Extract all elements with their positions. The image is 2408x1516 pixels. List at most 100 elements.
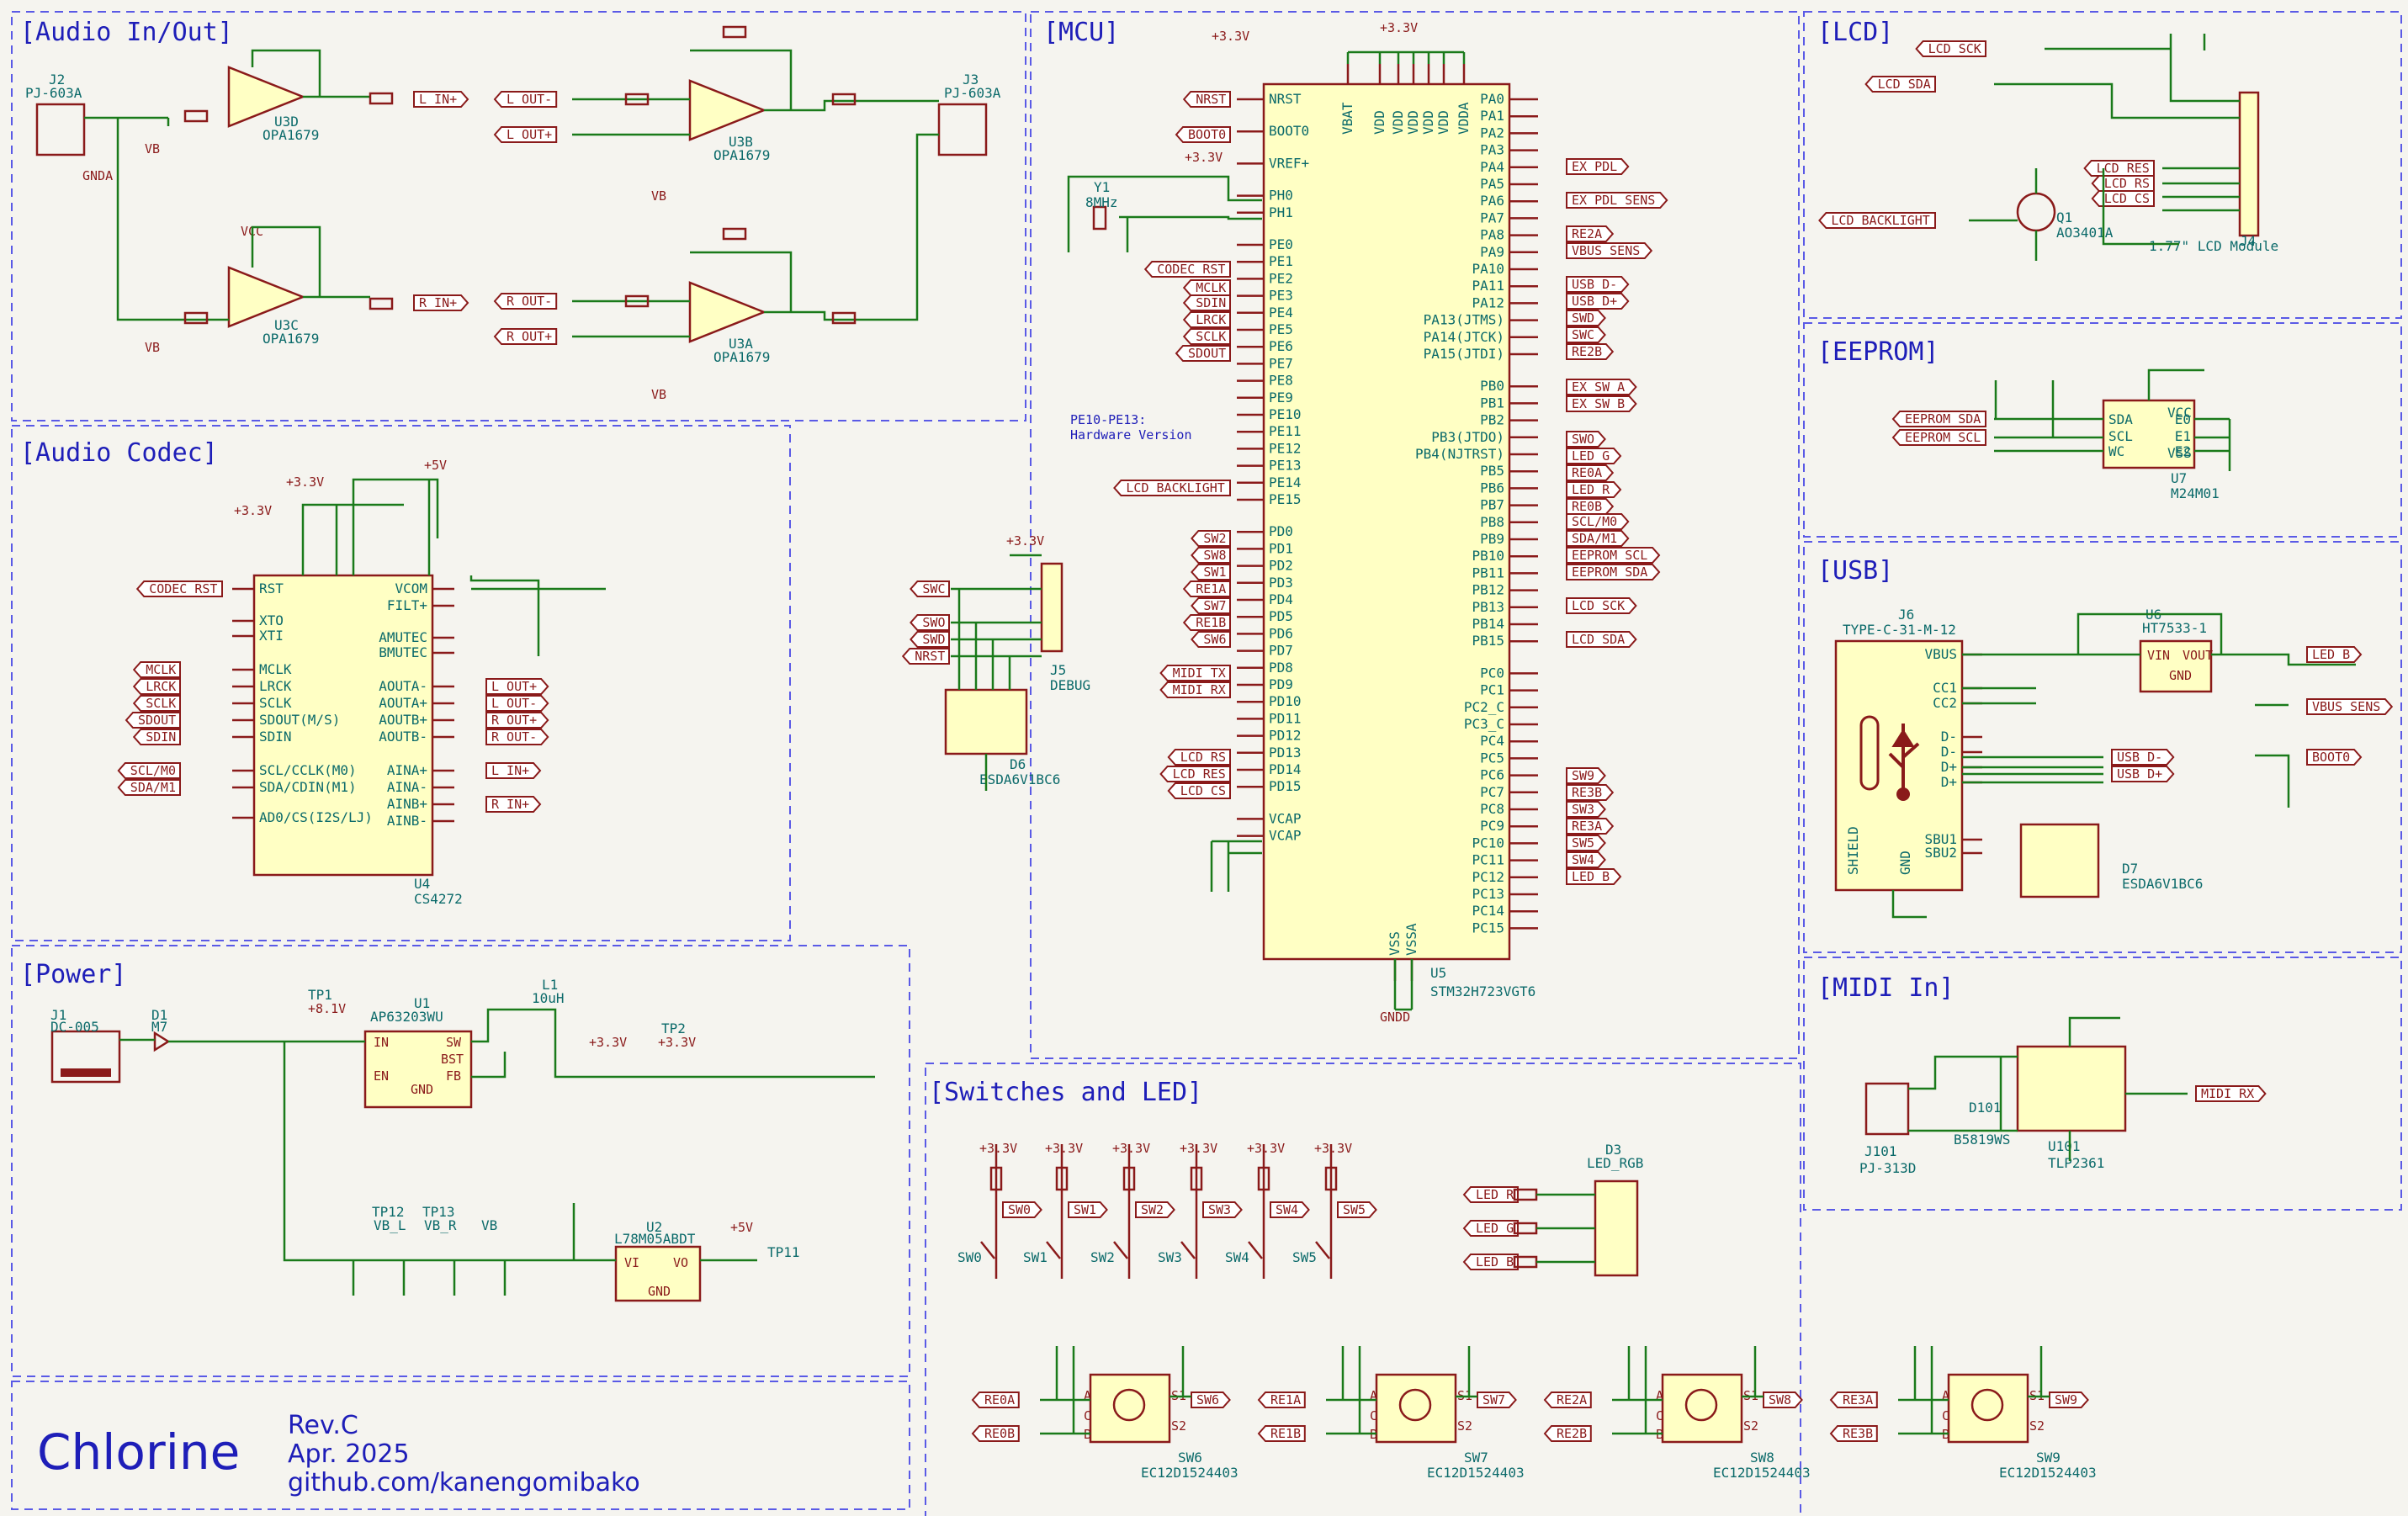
mcu-pin-pe15: PE15 bbox=[1269, 491, 1302, 507]
button-rail-3: +3.3V bbox=[1180, 1141, 1217, 1156]
codec-right-label-4: L_IN+ bbox=[485, 762, 542, 779]
encoder-value-3: EC12D1524403 bbox=[1999, 1465, 2097, 1481]
mcu-gnd: GNDD bbox=[1380, 1010, 1410, 1025]
codec-pin-right-2: AMUTEC bbox=[379, 629, 427, 645]
svg-text:SW5: SW5 bbox=[1343, 1202, 1366, 1217]
debug-esd-ref: D6 bbox=[1010, 756, 1026, 772]
section-title-mcu: [MCU] bbox=[1043, 18, 1119, 47]
svg-text:L_OUT-: L_OUT- bbox=[507, 92, 552, 107]
svg-text:RE2B: RE2B bbox=[1557, 1426, 1587, 1441]
svg-text:MIDI_RX: MIDI_RX bbox=[2201, 1086, 2254, 1101]
mcu-pin-pc1: PC1 bbox=[1480, 682, 1504, 698]
encoder-pin-s2-0: S2 bbox=[1171, 1418, 1186, 1434]
title-block: Chlorine Rev.C Apr. 2025 github.com/kane… bbox=[37, 1411, 640, 1497]
section-title-usb: [USB] bbox=[1817, 556, 1893, 586]
rgb-led-body bbox=[1594, 1179, 1639, 1277]
mcu-pin-pb11: PB11 bbox=[1472, 565, 1504, 580]
mcu-pin-nrst: NRST bbox=[1269, 91, 1302, 107]
mcu-pin-pc3_c: PC3_C bbox=[1464, 716, 1504, 732]
mcu-pin-pa12: PA12 bbox=[1472, 294, 1504, 310]
mcu-pin-pa10: PA10 bbox=[1472, 261, 1504, 277]
eeprom-pin-e1: E1 bbox=[2175, 428, 2191, 444]
encoder-label-b-2: RE2B bbox=[1543, 1425, 1592, 1442]
mcu-pin-pd15: PD15 bbox=[1269, 778, 1302, 794]
encoder-value-2: EC12D1524403 bbox=[1713, 1465, 1811, 1481]
midi-label-rx: MIDI_RX bbox=[2195, 1085, 2267, 1102]
eeprom-pin-vss: VSS bbox=[2167, 445, 2192, 461]
encoder-pin-c-1: C bbox=[1370, 1408, 1377, 1423]
mcu-pin-pb5: PB5 bbox=[1480, 463, 1504, 479]
eeprom-pin-wc: WC bbox=[2108, 443, 2124, 459]
usb-label-d-minus: USB_D- bbox=[2111, 749, 2175, 766]
mcu-nrst-rail: +3.3V bbox=[1212, 29, 1249, 44]
svg-text:RE0B: RE0B bbox=[1572, 499, 1602, 514]
button-sw1: SW1 bbox=[1023, 1249, 1048, 1265]
diode-d1-ref: D1 bbox=[151, 1007, 167, 1023]
svg-text:LCD_CS: LCD_CS bbox=[1180, 783, 1226, 798]
usb-pin-7: SBU1 bbox=[1924, 831, 1957, 847]
svg-text:EEPROM_SDA: EEPROM_SDA bbox=[1572, 565, 1647, 580]
mcu-right-label-19: EEPROM_SDA bbox=[1566, 564, 1661, 580]
debug-connector bbox=[1040, 562, 1063, 653]
mcu-pin-pb8: PB8 bbox=[1480, 514, 1504, 530]
mcu-left-label-20: LCD_CS bbox=[1167, 782, 1231, 799]
eeprom-ref: U7 bbox=[2171, 470, 2187, 486]
encoder-label-sw-1: SW7 bbox=[1477, 1391, 1517, 1408]
svg-text:RE3A: RE3A bbox=[1572, 819, 1602, 834]
svg-text:BOOT0: BOOT0 bbox=[2312, 750, 2350, 765]
mcu-top-pin-6: VDDA bbox=[1456, 102, 1472, 135]
mcu-pin-pd2: PD2 bbox=[1269, 558, 1293, 574]
eeprom-value: M24M01 bbox=[2171, 485, 2220, 501]
mcu-right-label-23: RE3B bbox=[1566, 784, 1615, 801]
resistor-r15 bbox=[831, 93, 857, 106]
svg-text:SW5: SW5 bbox=[1572, 835, 1594, 851]
mcu-pin-pd11: PD11 bbox=[1269, 710, 1302, 726]
eeprom-pin-e2: E2 bbox=[2175, 443, 2191, 459]
tp2: TP2 bbox=[661, 1020, 686, 1036]
mcu-gnd-wires bbox=[1393, 959, 1414, 1011]
button-sw3: SW3 bbox=[1158, 1249, 1182, 1265]
debug-value: DEBUG bbox=[1050, 677, 1090, 693]
jack-out-ref: J3 bbox=[963, 72, 979, 87]
mcu-pin-pc12: PC12 bbox=[1472, 869, 1504, 885]
encoder-pin-s2-1: S2 bbox=[1457, 1418, 1472, 1434]
svg-text:SW8: SW8 bbox=[1203, 548, 1226, 563]
opamp-u3a-value: OPA1679 bbox=[713, 349, 770, 365]
button-sw2: SW2 bbox=[1090, 1249, 1115, 1265]
ldo-value: L78M05ABDT bbox=[614, 1231, 696, 1247]
svg-text:SDOUT: SDOUT bbox=[1188, 346, 1226, 361]
svg-text:EX_SW_A: EX_SW_A bbox=[1572, 379, 1625, 395]
section-title-lcd: [LCD] bbox=[1817, 18, 1893, 47]
mcu-left-label-3: MCLK bbox=[1182, 279, 1231, 296]
lcd-fet bbox=[2016, 192, 2056, 232]
section-title-audio-codec: [Audio Codec] bbox=[20, 438, 218, 468]
button-label-sw0: SW0 bbox=[1002, 1201, 1042, 1218]
midi-diode-ref: D101 bbox=[1969, 1100, 2002, 1116]
svg-text:SW6: SW6 bbox=[1203, 632, 1226, 647]
codec-right-label-0: L_OUT+ bbox=[485, 678, 549, 695]
midi-wires bbox=[1908, 1016, 2188, 1161]
mcu-right-label-24: SW3 bbox=[1566, 801, 1606, 818]
svg-text:MIDI_RX: MIDI_RX bbox=[1173, 682, 1226, 697]
codec-pin-left-5: SCLK bbox=[259, 695, 292, 711]
opamp-u3b-ref: U3B bbox=[729, 134, 753, 150]
tp11: TP11 bbox=[767, 1244, 800, 1260]
usb-wires bbox=[1891, 612, 2356, 919]
jack-in-value: PJ-603A bbox=[25, 85, 82, 101]
mcu-pin-pe8: PE8 bbox=[1269, 373, 1293, 389]
led-label-2: LED_B bbox=[1462, 1254, 1519, 1270]
svg-text:LED_B: LED_B bbox=[1476, 1254, 1514, 1270]
usb-trident-base bbox=[1896, 787, 1910, 801]
encoder-label-a-2: RE2A bbox=[1543, 1391, 1592, 1408]
svg-text:R_OUT-: R_OUT- bbox=[507, 294, 552, 309]
svg-text:R_OUT+: R_OUT+ bbox=[491, 713, 537, 728]
section-frames bbox=[11, 11, 2402, 1516]
codec-left-label-5: SDIN bbox=[132, 729, 181, 745]
svg-text:USB_D-: USB_D- bbox=[1572, 277, 1617, 292]
svg-text:LCD_SCK: LCD_SCK bbox=[1572, 598, 1625, 613]
mcu-pin-pb9: PB9 bbox=[1480, 531, 1504, 547]
svg-text:L_OUT-: L_OUT- bbox=[491, 696, 537, 711]
dc-jack-value: DC-005 bbox=[50, 1019, 99, 1035]
